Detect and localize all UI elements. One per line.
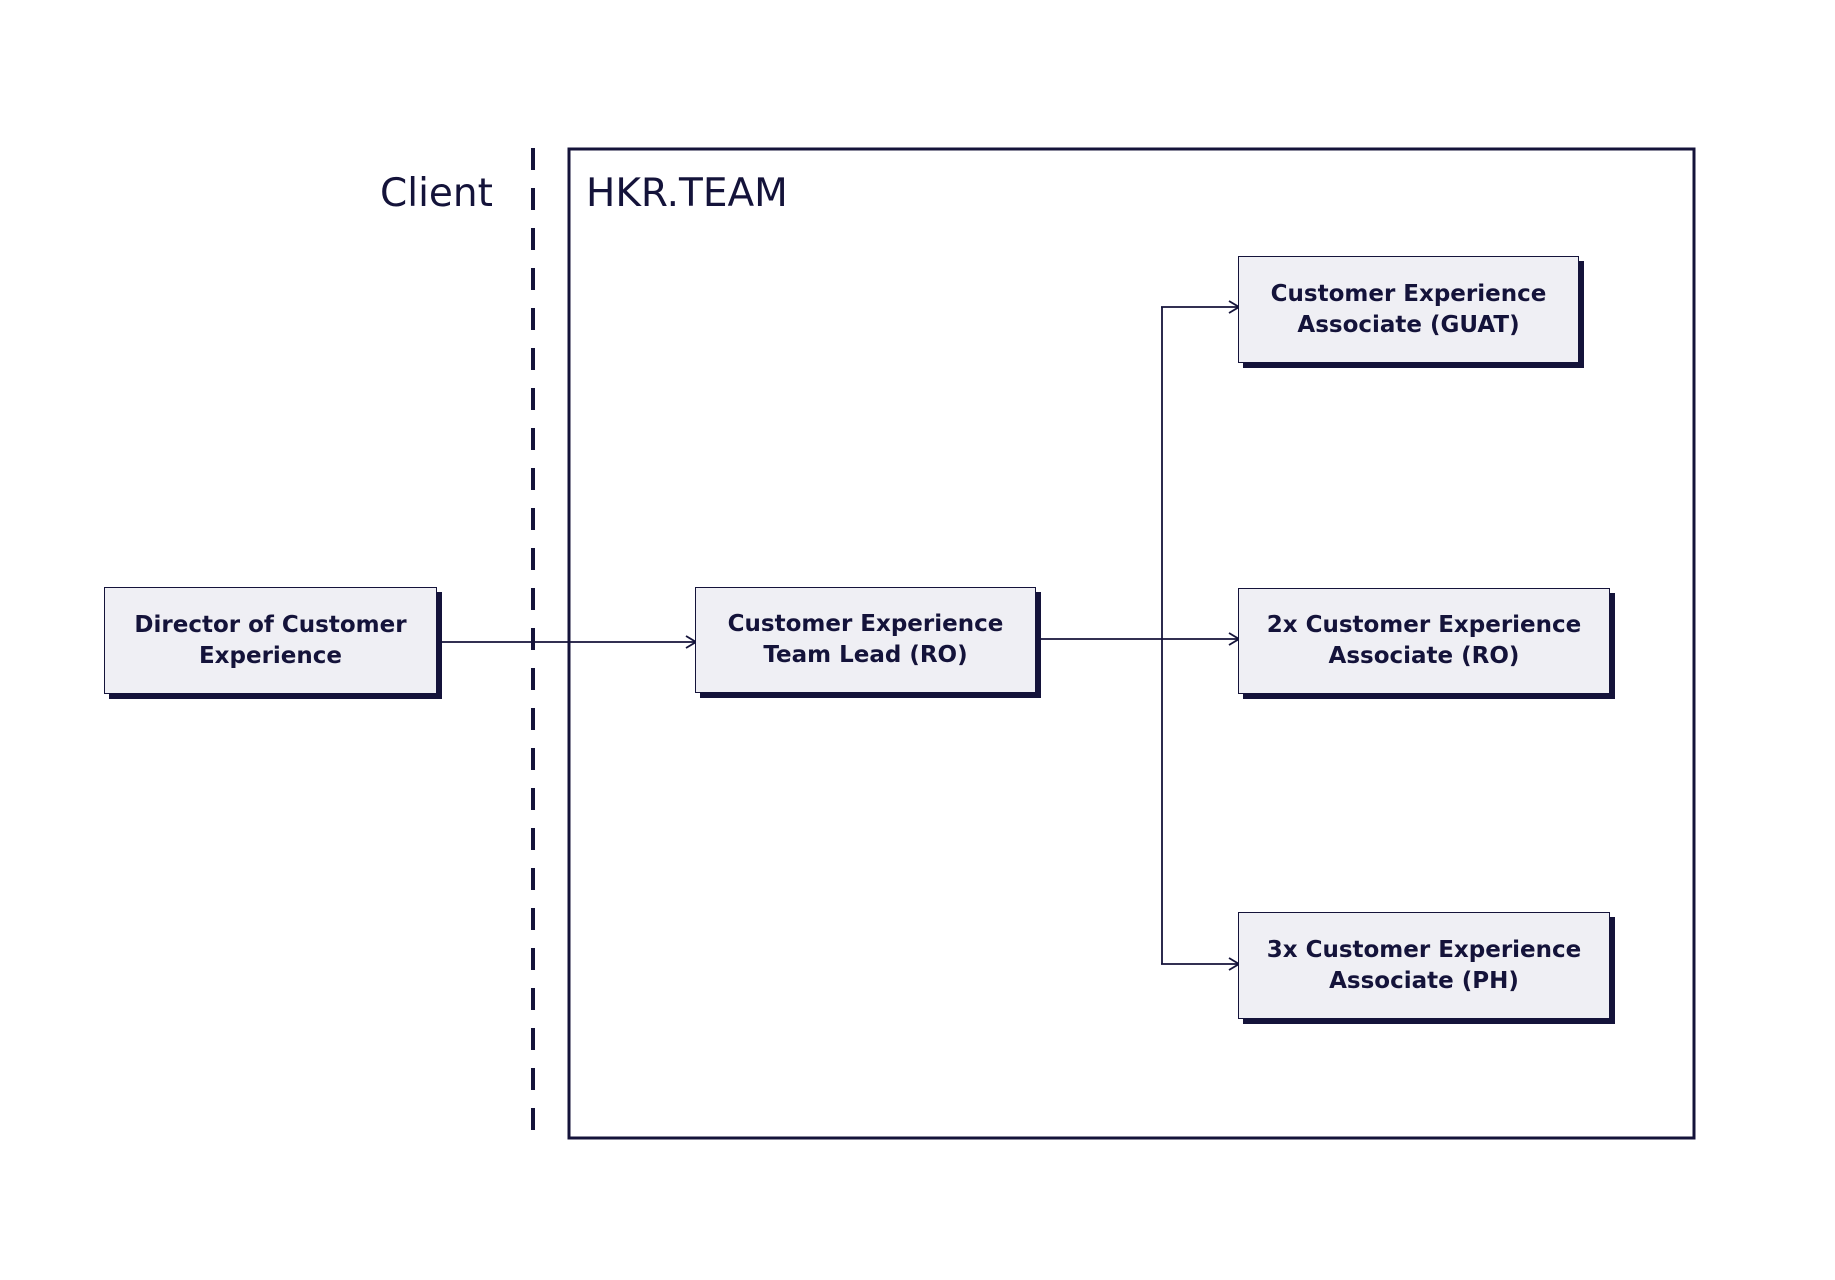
hkr-team-region-label: HKR.TEAM — [586, 171, 788, 216]
node-associate-guat: Customer Experience Associate (GUAT) — [1238, 256, 1579, 363]
node-label-line: Associate (PH) — [1329, 967, 1519, 994]
node-label-line: Experience — [198, 642, 343, 669]
node-label-line: Customer Experience — [1270, 280, 1547, 307]
client-region-label: Client — [380, 171, 493, 216]
hkr-team-container — [567, 147, 1696, 1140]
node-label-line: Customer Experience — [727, 611, 1004, 637]
node-label-line: Team Lead (RO) — [763, 642, 968, 668]
node-director-of-customer-experience: Director of Customer Experience — [104, 587, 437, 694]
node-associate-ph: 3x Customer Experience Associate (PH) — [1238, 912, 1610, 1019]
node-customer-experience-team-lead: Customer Experience Team Lead (RO) — [695, 587, 1036, 693]
node-label-line: Associate (GUAT) — [1297, 311, 1520, 338]
node-label-line: 2x Customer Experience — [1266, 612, 1582, 638]
node-label-line: Director of Customer — [134, 611, 407, 638]
node-associate-ro: 2x Customer Experience Associate (RO) — [1238, 588, 1610, 694]
node-label-line: Associate (RO) — [1328, 643, 1520, 669]
node-label-line: 3x Customer Experience — [1266, 936, 1582, 963]
